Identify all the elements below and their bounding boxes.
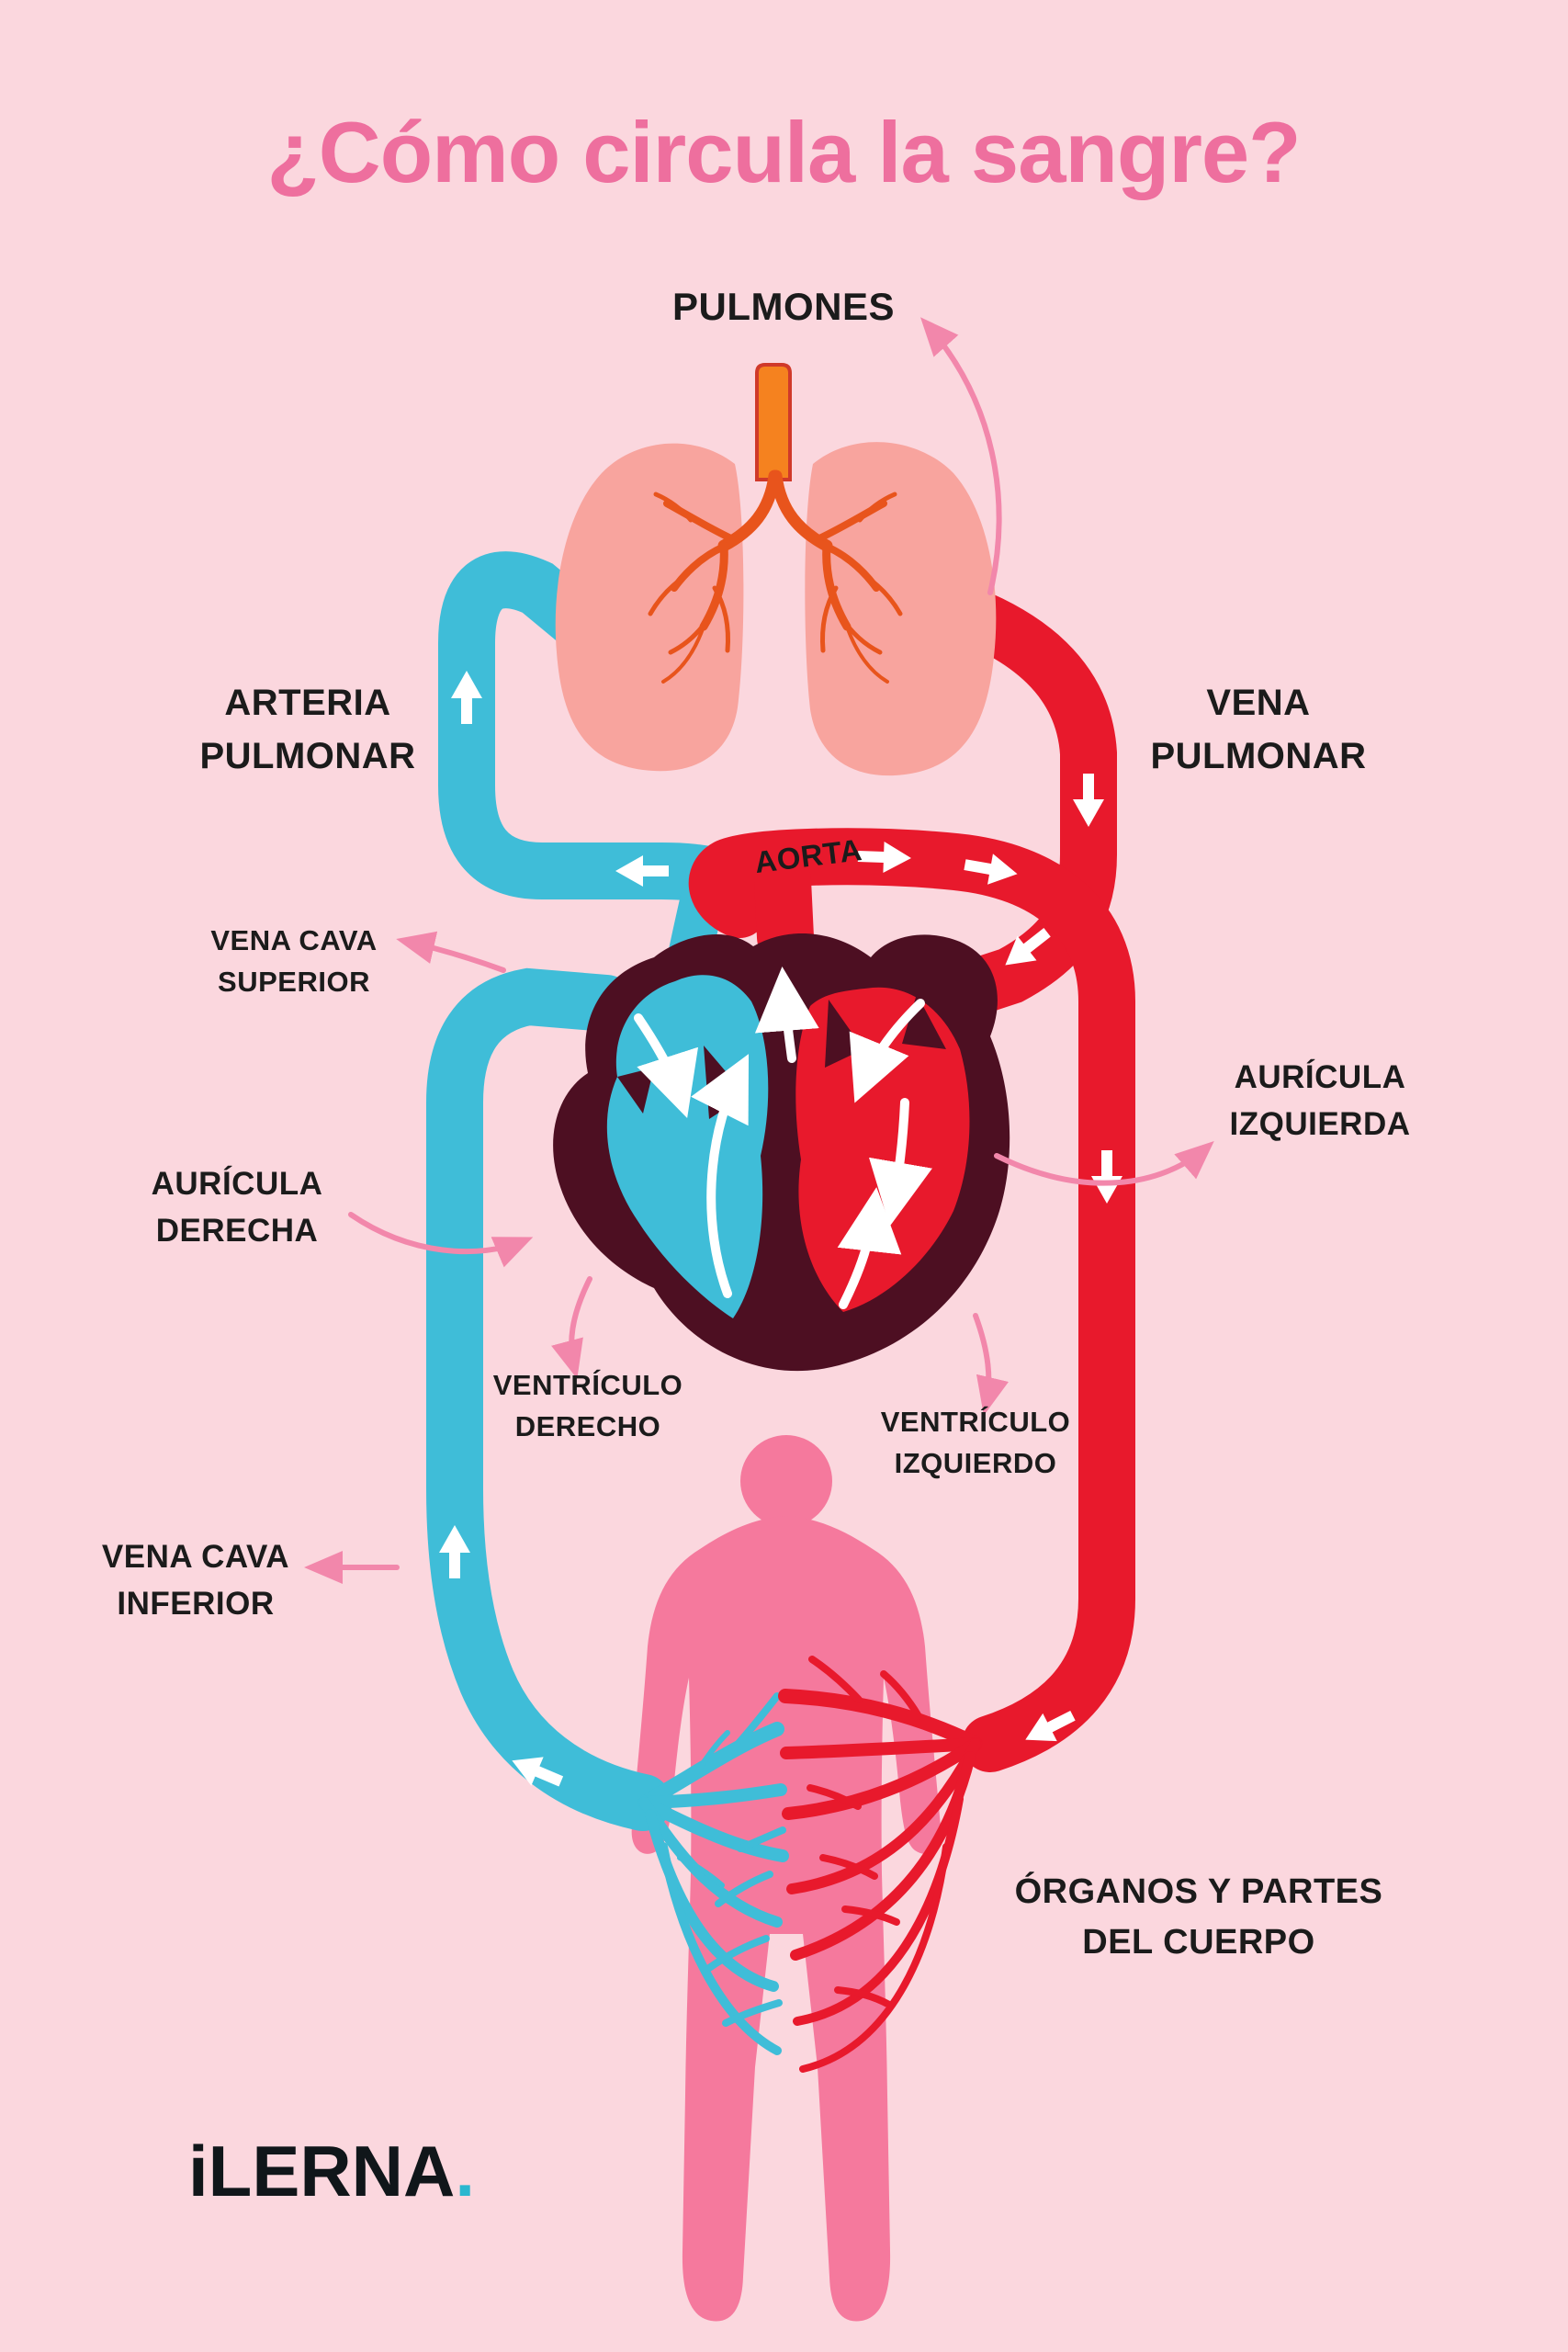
label-organos: ÓRGANOS Y PARTES DEL CUERPO — [1015, 1867, 1383, 1968]
label-line: AURÍCULA — [1234, 1059, 1406, 1095]
label-line: VENTRÍCULO — [492, 1369, 683, 1401]
label-line: VENTRÍCULO — [880, 1406, 1071, 1438]
vena-pulmonar-tube — [918, 578, 1117, 1021]
heart-illustration — [553, 933, 1010, 1372]
label-line: AURÍCULA — [151, 1166, 323, 1202]
vena-cava-tube — [426, 967, 671, 1831]
capillaries-red — [778, 1656, 983, 2073]
capillaries-blue — [637, 1692, 789, 2055]
label-vena-cava-inferior: VENA CAVA INFERIOR — [102, 1534, 289, 1628]
label-auricula-izquierda: AURÍCULA IZQUIERDA — [1230, 1055, 1411, 1148]
label-pulmones: PULMONES — [671, 285, 896, 328]
label-vena-cava-superior: VENA CAVA SUPERIOR — [210, 921, 377, 1003]
label-line: VENA — [1206, 683, 1311, 723]
body-silhouette — [631, 1435, 942, 2322]
pointer-ventriculo-derecho — [551, 1276, 592, 1379]
label-line: IZQUIERDA — [1229, 1105, 1411, 1142]
pointer-vena-cava-superior — [396, 931, 506, 973]
label-vena-pulmonar: VENA PULMONAR — [1150, 676, 1366, 783]
logo-text: iLERNA — [188, 2131, 456, 2211]
label-ventriculo-izquierdo: VENTRÍCULO IZQUIERDO — [881, 1402, 1071, 1485]
body-head — [740, 1435, 832, 1527]
lungs-illustration — [555, 363, 997, 776]
label-ventriculo-derecho: VENTRÍCULO DERECHO — [493, 1365, 683, 1448]
page-title: ¿Cómo circula la sangre? — [266, 104, 1301, 200]
pointer-auricula-izquierda — [994, 1141, 1214, 1186]
right-lung — [805, 442, 997, 776]
heart-flow-arrows — [634, 967, 932, 1309]
label-line: DERECHO — [514, 1409, 661, 1442]
ilerna-logo: iLERNA. — [188, 2130, 475, 2213]
label-line: DERECHA — [155, 1212, 319, 1249]
label-line: INFERIOR — [117, 1585, 275, 1622]
pointer-ventriculo-izquierdo — [973, 1313, 1010, 1416]
label-arteria-pulmonar: ARTERIA PULMONAR — [199, 676, 415, 783]
label-line: PULMONAR — [1150, 736, 1367, 776]
pointer-arrows — [304, 317, 1214, 1584]
label-line: DEL CUERPO — [1082, 1923, 1315, 1962]
body-torso-limbs — [631, 1516, 942, 2322]
label-line: SUPERIOR — [218, 965, 370, 998]
label-line: VENA CAVA — [101, 1539, 290, 1575]
label-line: PULMONAR — [199, 736, 416, 776]
pointer-auricula-derecha — [348, 1212, 534, 1268]
left-lung — [555, 443, 744, 772]
logo-dot: . — [455, 2131, 476, 2211]
pointer-pulmones — [920, 317, 1002, 595]
label-line: IZQUIERDO — [894, 1446, 1057, 1479]
label-line: VENA CAVA — [210, 924, 378, 956]
label-auricula-derecha: AURÍCULA DERECHA — [152, 1161, 323, 1255]
aorta-heart-stub — [754, 852, 814, 966]
trachea — [755, 363, 792, 481]
label-line: ARTERIA — [224, 683, 391, 723]
label-line: ÓRGANOS Y PARTES — [1014, 1872, 1383, 1911]
bronchial-tree — [648, 469, 903, 684]
